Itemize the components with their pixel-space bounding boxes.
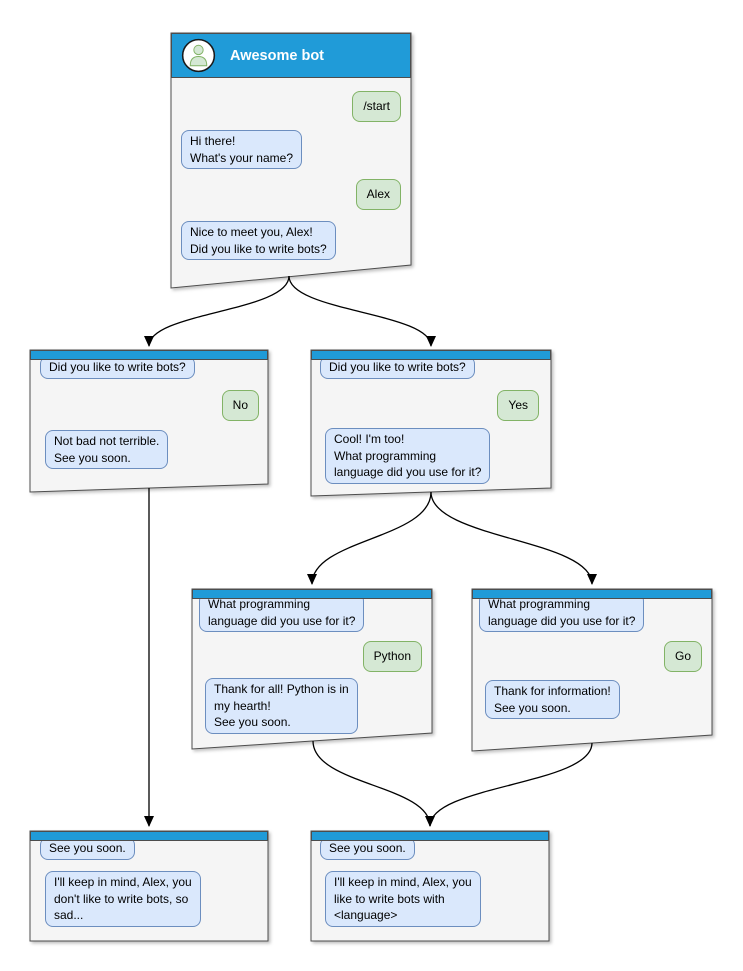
bot-message-bubble: What programming language did you use fo… <box>479 593 645 632</box>
arrow-root-to-no <box>144 275 290 347</box>
user-message-bubble: /start <box>352 91 401 122</box>
arrow-yes-to-python <box>307 491 432 585</box>
bot-message-bubble: Not bad not terrible. See you soon. <box>45 430 169 469</box>
end-no-header-bar <box>30 831 268 841</box>
bot-message-bubble: Nice to meet you, Alex! Did you like to … <box>181 221 336 260</box>
branch-no-header-bar <box>30 350 268 360</box>
branch-go-header-bar <box>472 589 712 599</box>
bot-title: Awesome bot <box>230 47 325 64</box>
branch-yes-header-bar <box>311 350 551 360</box>
bot-message-bubble: Cool! I'm too! What programming language… <box>325 428 491 484</box>
bot-message-bubble: Did you like to write bots? <box>320 356 475 379</box>
arrow-root-to-yes <box>288 275 436 347</box>
bot-message-bubble: I'll keep in mind, Alex, you like to wri… <box>325 871 481 927</box>
user-message-bubble: Yes <box>497 390 539 421</box>
branch-python-header-bar <box>192 589 432 599</box>
bot-message-bubble: I'll keep in mind, Alex, you don't like … <box>45 871 201 927</box>
user-message-bubble: Alex <box>355 179 401 210</box>
bot-avatar-icon <box>181 38 216 73</box>
arrow-go-to-end-yes <box>429 742 593 827</box>
bot-message-bubble: What programming language did you use fo… <box>199 593 365 632</box>
bot-message-bubble: Hi there! What's your name? <box>181 130 303 169</box>
end-yes-header-bar <box>311 831 549 841</box>
bot-message-bubble: Thank for information! See you soon. <box>485 680 620 719</box>
user-message-bubble: Python <box>362 641 422 672</box>
root-chat-header: Awesome bot <box>171 33 411 78</box>
user-message-bubble: Go <box>663 641 702 672</box>
arrow-yes-to-go <box>430 491 597 585</box>
arrow-python-to-end-yes <box>312 740 435 827</box>
bot-message-bubble: See you soon. <box>40 837 135 860</box>
user-message-bubble: No <box>221 390 259 421</box>
bot-message-bubble: Thank for all! Python is in my hearth! S… <box>205 678 358 734</box>
